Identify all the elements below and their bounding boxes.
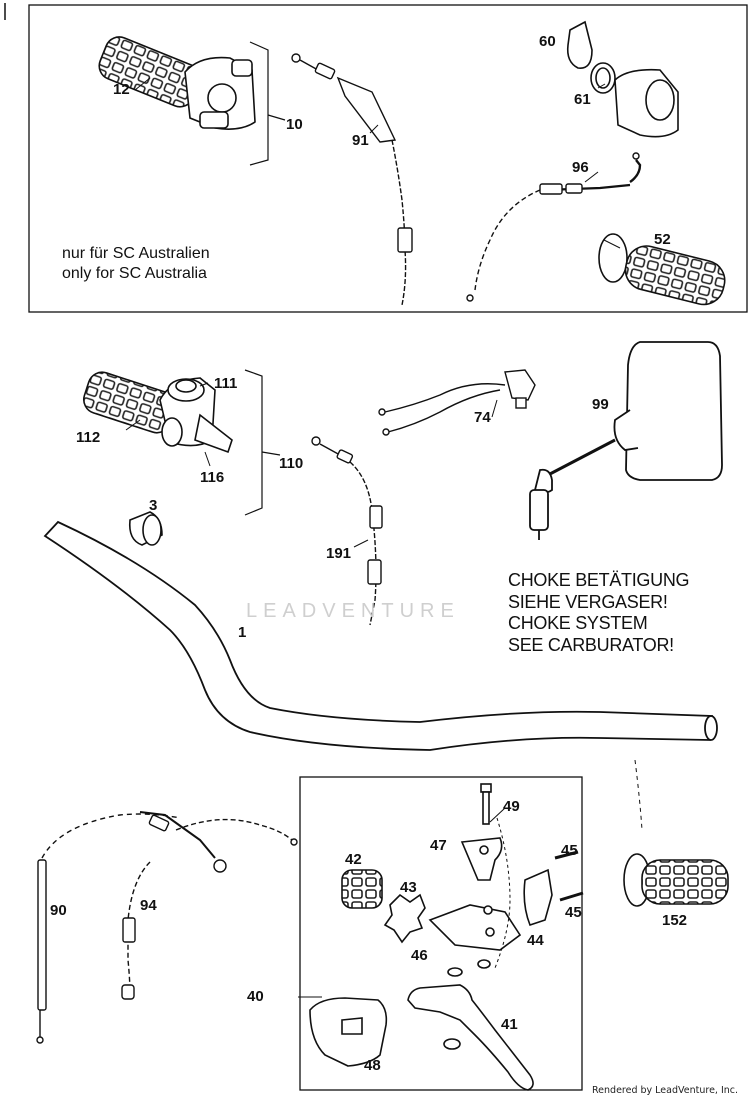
clutch-assembly-box — [299, 776, 583, 1091]
callout-110: 110 — [279, 455, 304, 472]
bracket-10 — [249, 41, 269, 166]
mirror-icon — [529, 341, 723, 540]
callout-41: 41 — [501, 1016, 518, 1033]
callout-10: 10 — [286, 116, 303, 133]
callout-191: 191 — [326, 545, 352, 562]
switch-housing-icon — [566, 20, 679, 138]
callout-91: 91 — [352, 132, 369, 149]
callout-40: 40 — [247, 988, 264, 1005]
footer-credit: Rendered by LeadVenture, Inc. — [592, 1085, 739, 1096]
callout-44: 44 — [527, 932, 544, 949]
throttle-grip-lower-icon — [83, 371, 233, 454]
callout-46: 46 — [411, 947, 428, 964]
australia-note-en: only for SC Australia — [62, 265, 207, 282]
callout-42: 42 — [345, 851, 362, 868]
cable-icon — [291, 53, 413, 306]
callout-47: 47 — [430, 837, 447, 854]
grip-152-icon — [623, 853, 729, 907]
choke-note-de-2: SIEHE VERGASER! — [508, 591, 668, 612]
choke-note-de-1: CHOKE BETÄTIGUNG — [508, 570, 690, 590]
callout-12: 12 — [113, 81, 130, 98]
choke-note-en-1: CHOKE SYSTEM — [508, 613, 648, 634]
callout-52: 52 — [654, 231, 671, 248]
callout-48: 48 — [364, 1057, 381, 1074]
callout-112: 112 — [76, 429, 101, 446]
callout-152: 152 — [662, 912, 688, 929]
callout-111: 111 — [214, 375, 238, 392]
grip-52-icon — [598, 233, 726, 306]
australia-note: nur für SC Australien only for SC Austra… — [62, 244, 210, 284]
choke-note: CHOKE BETÄTIGUNG SIEHE VERGASER! CHOKE S… — [508, 570, 690, 656]
callout-60: 60 — [539, 33, 556, 50]
choke-note-en-2: SEE CARBURATOR! — [508, 634, 674, 655]
clutch-cable-icon — [36, 811, 298, 1044]
australia-note-de: nur für SC Australien — [62, 245, 210, 262]
callout-116: 116 — [200, 469, 225, 486]
bushing-3-icon — [128, 511, 163, 546]
throttle-grip-icon — [98, 36, 256, 130]
callout-96: 96 — [572, 159, 589, 176]
callout-3: 3 — [149, 497, 158, 514]
clutch-lever-icon — [309, 783, 584, 1091]
callout-1: 1 — [238, 624, 247, 641]
callout-99: 99 — [592, 396, 609, 413]
switch-74-icon — [378, 369, 536, 436]
callout-90: 90 — [50, 902, 67, 919]
callout-43: 43 — [400, 879, 417, 896]
callout-49: 49 — [503, 798, 520, 815]
handlebar-icon — [43, 520, 718, 751]
callout-45-upper: 45 — [561, 842, 578, 859]
callout-61: 61 — [574, 91, 591, 108]
callout-94: 94 — [140, 897, 157, 914]
australia-box — [28, 4, 748, 313]
callout-74: 74 — [474, 409, 491, 426]
watermark: LEADVENTURE — [246, 600, 460, 622]
callout-45-lower: 45 — [565, 904, 582, 921]
